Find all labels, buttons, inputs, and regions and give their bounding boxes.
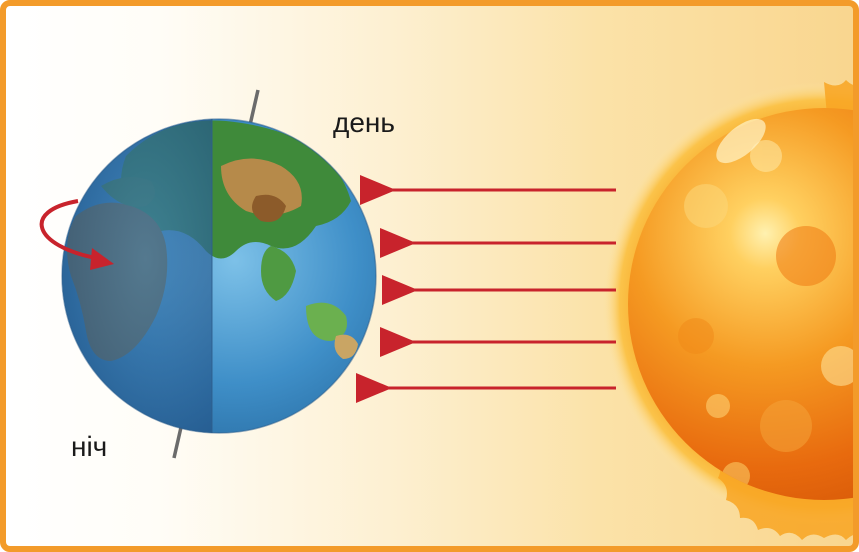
day-night-diagram bbox=[39, 80, 853, 540]
earth-globe-icon bbox=[61, 118, 377, 434]
sun-icon bbox=[602, 80, 853, 540]
rotation-arrow-icon bbox=[39, 199, 114, 270]
sunlight-arrows bbox=[356, 175, 616, 403]
day-label: день bbox=[333, 107, 395, 138]
night-label: ніч bbox=[71, 431, 108, 462]
